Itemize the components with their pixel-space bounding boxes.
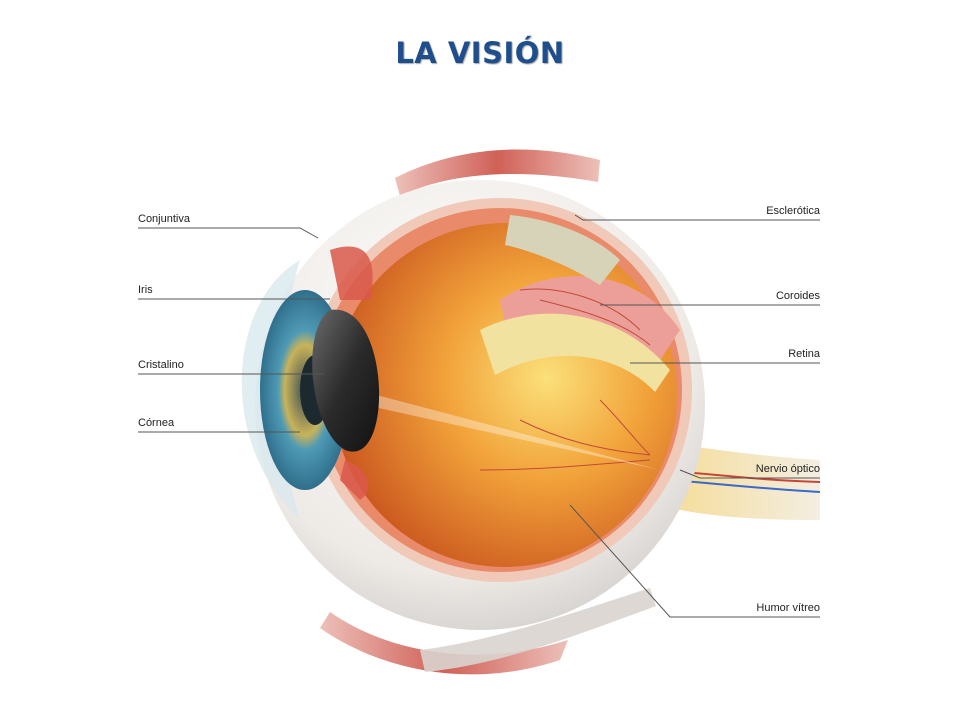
label-conjuntiva: Conjuntiva	[138, 213, 190, 225]
label-iris: Iris	[138, 284, 153, 296]
label-coroides: Coroides	[775, 290, 820, 302]
lower-muscle-2	[420, 588, 656, 672]
lower-muscle	[320, 612, 568, 675]
retina-flap	[480, 313, 670, 392]
label-cristalino: Cristalino	[138, 359, 184, 371]
label-cornea: Córnea	[138, 417, 175, 429]
page-title: LA VISIÓN	[395, 36, 565, 70]
crystalline-lens	[312, 309, 380, 452]
label-esclerotica: Esclerótica	[766, 205, 820, 217]
label-nervio-optico: Nervio óptico	[755, 463, 820, 475]
vitreous-humor	[333, 223, 677, 567]
upper-muscle	[395, 149, 600, 196]
label-retina: Retina	[788, 348, 820, 360]
label-humor-vitreo: Humor vítreo	[756, 602, 820, 614]
